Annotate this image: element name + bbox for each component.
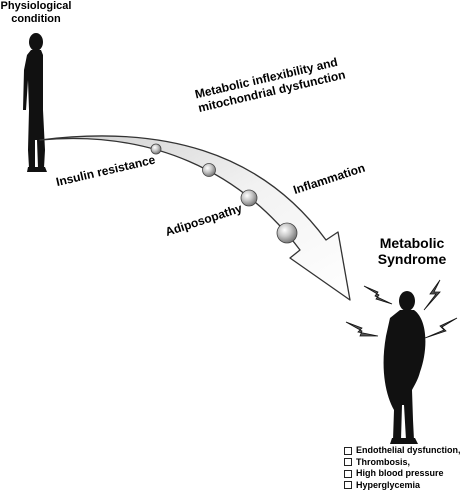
physiological-condition-label: Physiological condition xyxy=(0,0,72,25)
obese-person-icon xyxy=(383,291,426,444)
bubble-icon xyxy=(240,189,258,207)
healthy-person-icon xyxy=(23,33,47,172)
outcome-text: High blood pressure xyxy=(356,468,444,478)
bubble-icon xyxy=(150,143,162,155)
list-item: Hyperglycemia xyxy=(344,480,460,492)
lightning-bolt-icon xyxy=(424,317,458,339)
checkbox-icon xyxy=(344,469,352,478)
list-item: Endothelial dysfunction, xyxy=(344,445,460,457)
list-item: Thrombosis, xyxy=(344,457,460,469)
checkbox-icon xyxy=(344,446,352,455)
outcome-text: Endothelial dysfunction, xyxy=(356,445,460,455)
checkbox-icon xyxy=(344,458,352,467)
lightning-bolt-icon xyxy=(423,279,441,311)
bubble-icon xyxy=(202,163,216,177)
outcome-text: Hyperglycemia xyxy=(356,479,421,490)
lightning-bolt-icon xyxy=(363,285,393,305)
lightning-bolt-icon xyxy=(345,321,379,337)
metabolic-syndrome-label: Metabolic Syndrome xyxy=(377,235,447,268)
checkbox-icon xyxy=(344,481,352,490)
bubble-icon xyxy=(276,222,298,244)
outcomes-list: Endothelial dysfunction, Thrombosis, Hig… xyxy=(344,445,460,491)
list-item: High blood pressure xyxy=(344,468,460,480)
outcome-text: Thrombosis, xyxy=(356,456,411,467)
